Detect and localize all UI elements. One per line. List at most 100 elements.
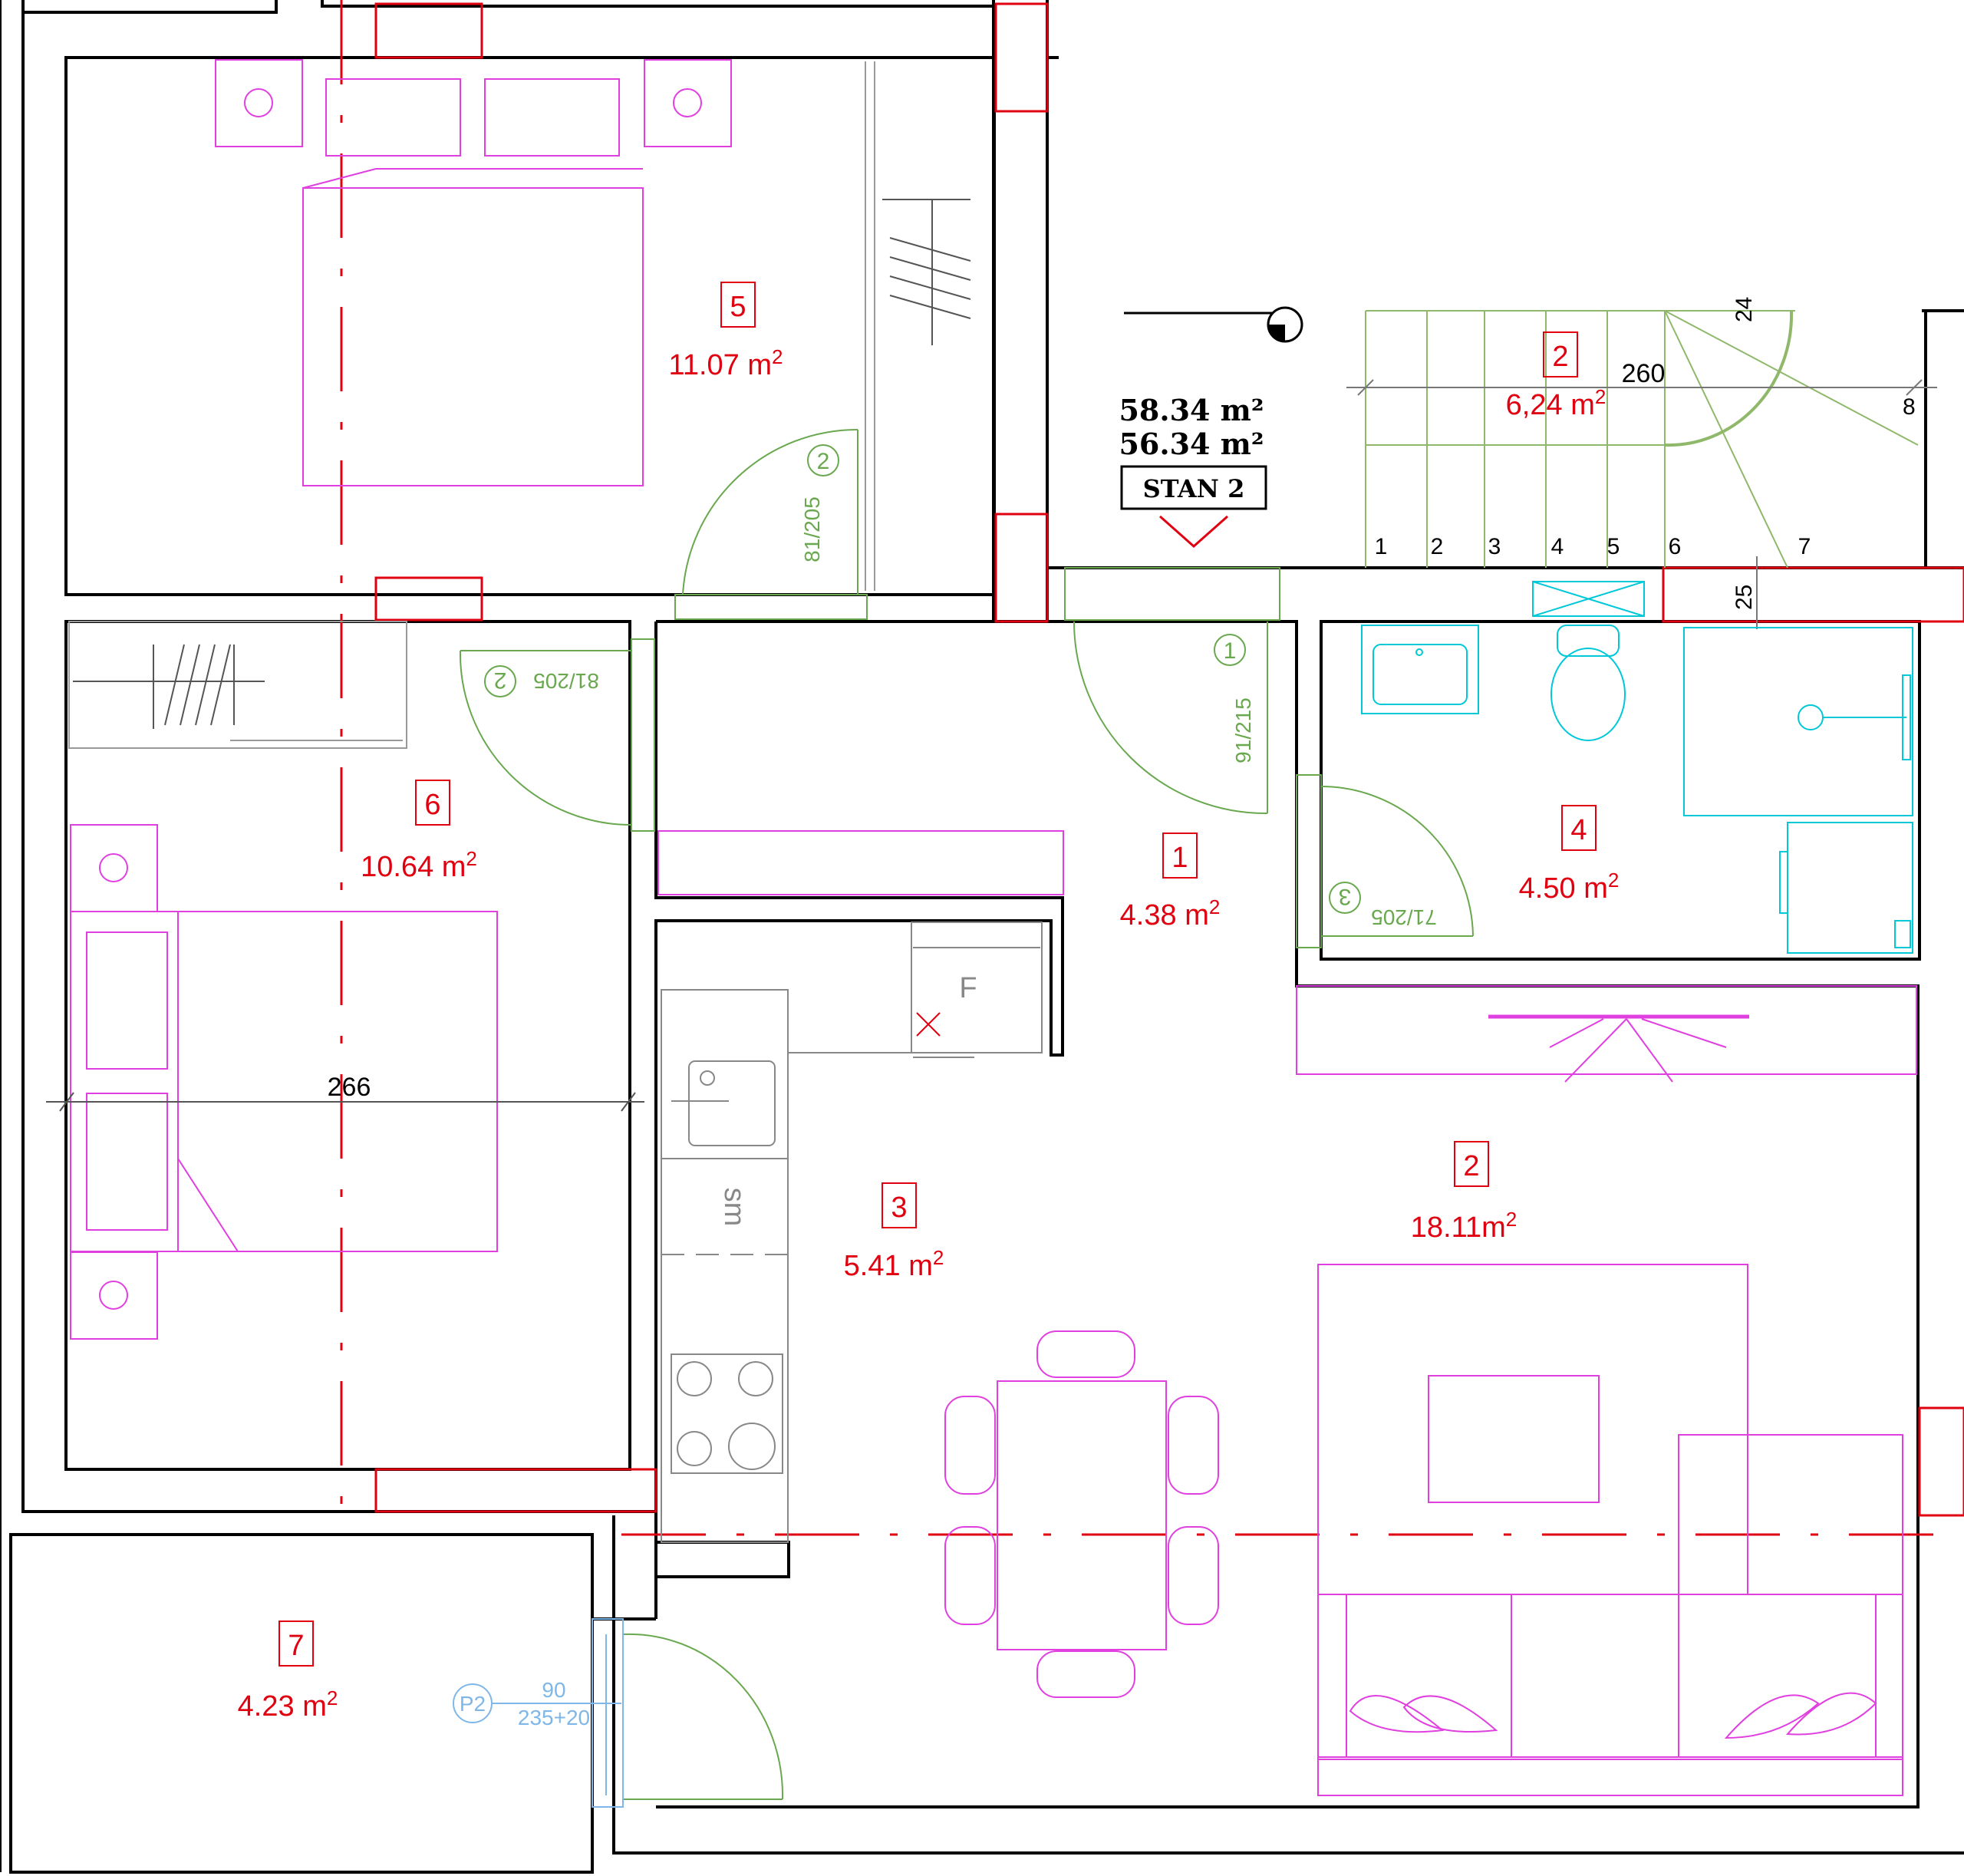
room-box: [1561, 805, 1597, 851]
hanger: [889, 295, 971, 319]
room-number: 3: [891, 1192, 907, 1224]
stair-right-dim: 8: [1903, 394, 1916, 420]
hanger: [164, 644, 185, 726]
dining-chair: [1168, 1396, 1219, 1495]
nightstand: [644, 59, 732, 147]
dishwasher-label: sm: [718, 1188, 750, 1227]
balcony-door-height: 235+20: [518, 1706, 590, 1729]
top-left-notch: [21, 0, 278, 14]
tap-icon: [1415, 648, 1423, 656]
kitchen-corner: [654, 1541, 790, 1619]
fridge-label: F: [959, 972, 977, 1004]
stair-step: 7: [1798, 534, 1811, 559]
cushion: [1349, 1695, 1445, 1733]
sofa: [1317, 1594, 1903, 1760]
room-area: 4.23 m2: [238, 1686, 338, 1723]
stair-top-dim: 24: [1732, 297, 1757, 322]
lamp-icon: [673, 88, 702, 117]
stair-step: 1: [1375, 534, 1388, 559]
dining-chair: [944, 1526, 996, 1625]
beam-bottom: [374, 1468, 657, 1513]
stair-length-dim: 260: [1622, 359, 1666, 388]
room-area: 5.41 m2: [844, 1246, 944, 1282]
room-area: 11.07 m2: [669, 345, 783, 381]
washing-machine-top: [1532, 581, 1645, 617]
burner: [677, 1361, 712, 1396]
cushion: [1724, 1694, 1820, 1739]
room-area: 4.50 m2: [1519, 869, 1620, 905]
dim-tick: [1357, 379, 1374, 396]
room6-width-dim: 266: [328, 1073, 371, 1102]
balcony-door-width: 90: [542, 1678, 565, 1702]
dim-tick: [621, 1092, 636, 1112]
toilet-tank: [1557, 625, 1620, 657]
main-space-walls: [656, 620, 1920, 1808]
pillow: [86, 1093, 168, 1231]
door-tags: [484, 444, 1361, 914]
burner: [677, 1431, 712, 1466]
door-frame: [674, 594, 868, 620]
sink: [688, 1060, 776, 1146]
cabinet-knob: [1894, 920, 1911, 948]
hanger: [889, 237, 971, 262]
door-tag-text: 3: [1339, 884, 1352, 909]
hanger: [889, 256, 971, 281]
door-swing: [1073, 621, 1268, 815]
room-box: [720, 282, 756, 328]
hanger: [180, 644, 200, 726]
stair-winder: [1664, 310, 1788, 569]
nightstand: [70, 1251, 158, 1340]
tv-stand: [1641, 1018, 1727, 1048]
cushion: [1785, 1692, 1877, 1736]
apartment-label: STAN 2: [1143, 474, 1245, 503]
living-area: [1317, 1264, 1748, 1595]
door-tag-text: 1: [1224, 638, 1237, 664]
door-size-text: 81/205: [533, 669, 599, 693]
room-number: 4: [1570, 814, 1587, 846]
wardrobes: [68, 61, 971, 749]
room-area: 6,24 m2: [1506, 385, 1606, 421]
dining-table: [997, 1380, 1167, 1650]
room-area: 18.11m2: [1411, 1208, 1517, 1244]
beam-right-wall: [1918, 1406, 1964, 1517]
dining-chair: [1036, 1330, 1135, 1378]
toilet-bowl: [1550, 648, 1626, 741]
pillow: [86, 931, 168, 1070]
washbasin: [1361, 625, 1479, 714]
door-tag-text: 2: [817, 449, 830, 474]
room6-dimension: [46, 1092, 644, 1112]
door-tag-bath: [1329, 882, 1361, 914]
fridge-mark: [916, 1012, 941, 1037]
door-tag-room5: [807, 444, 839, 476]
room5-walls: [64, 56, 996, 596]
apartment-area-gross: 58.34 m²: [1119, 393, 1264, 427]
door-swing: [682, 428, 858, 595]
outer-wall-bottom: [612, 1515, 1964, 1855]
sofa-back: [1317, 1756, 1903, 1796]
tv-stand: [1626, 1018, 1673, 1083]
door-swing: [622, 1633, 784, 1800]
cooktop: [671, 1353, 783, 1474]
wardrobe-room6: [68, 621, 407, 749]
dining-chair: [944, 1396, 996, 1495]
apartment-label-box: [1120, 465, 1267, 510]
tv-stand: [1564, 1018, 1627, 1083]
tv-unit: [1296, 985, 1917, 1075]
hanger: [889, 275, 971, 300]
beam-mid: [374, 576, 483, 621]
cabinet-handle: [1779, 851, 1788, 914]
stair-step: 6: [1669, 534, 1682, 559]
room-box: [278, 1620, 314, 1667]
cushion: [1402, 1695, 1498, 1733]
door-size-text: 81/205: [800, 496, 824, 562]
pillow: [484, 78, 620, 157]
stair-step: 3: [1488, 534, 1501, 559]
lamp-icon: [99, 853, 128, 882]
beam-right: [1662, 566, 1964, 623]
doors: [459, 428, 1474, 1800]
dining-chair: [1036, 1650, 1135, 1698]
wm-cross: [1532, 581, 1645, 617]
section-marker: [1267, 306, 1303, 343]
door-tag-text: 2: [494, 668, 507, 693]
